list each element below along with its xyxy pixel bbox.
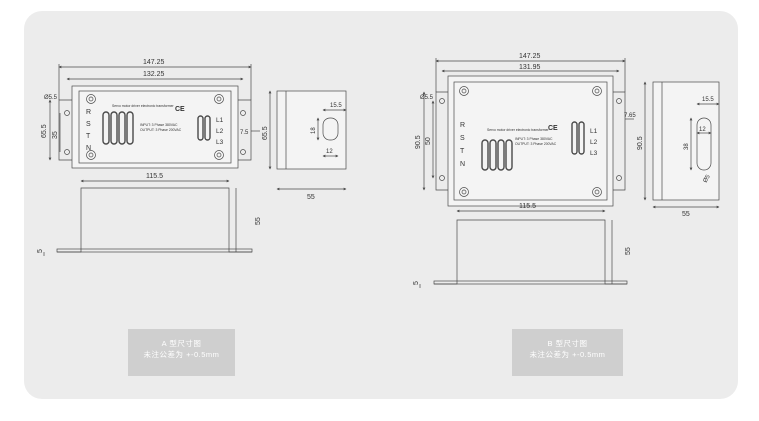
a-dim-slot-height: 18 [311, 127, 317, 134]
b-side-view [652, 81, 720, 201]
b-dim-base-width: 115.5 [519, 203, 536, 210]
a-dim-side-offset: 7.5 [240, 130, 249, 136]
a-slot [322, 117, 339, 141]
b-dim-hole-span: 50 [425, 137, 432, 145]
caption-type-b: B 型尺寸图 未注公差为 +-0.5mm [512, 329, 623, 376]
a-dim-slot-width: 15.5 [330, 103, 342, 109]
b-dim-side-offset: 7.65 [624, 113, 636, 119]
b-terminal-right: L3 [590, 150, 598, 157]
b-mount-hole [616, 98, 622, 104]
a-base-front [57, 187, 252, 253]
a-terminal-left: N [86, 145, 91, 152]
b-slot [696, 117, 712, 171]
caption-b-tolerance: 未注公差为 +-0.5mm [529, 350, 606, 359]
a-nameplate: Servo motor driver electronic transforme… [112, 104, 185, 132]
a-terminal-right: L2 [216, 128, 224, 135]
a-terminal-right: L3 [216, 139, 224, 146]
a-plate-output: OUTPUT: 3 Phase 200VAC [140, 128, 182, 132]
a-base-flange [56, 248, 253, 253]
a-brand-logo [102, 111, 134, 145]
a-mount-hole [240, 110, 246, 116]
a-terminal-left: R [86, 109, 91, 116]
b-mount-hole [439, 175, 445, 181]
b-body-inner [453, 81, 608, 201]
a-mount-hole [64, 110, 70, 116]
a-dim-slot-len: 12 [326, 149, 333, 155]
b-dim-slot-height: 38 [684, 143, 690, 150]
a-ear-left [58, 99, 72, 161]
b-terminal-right: L1 [590, 128, 598, 135]
b-terminal-left: R [460, 122, 465, 129]
b-dimension-labels: 147.25 131.95 90.5 50 Ø5.5 115.5 55 5 7.… [413, 53, 714, 285]
b-corner-screws [459, 86, 602, 197]
b-plate-input: INPUT: 3 Phase 380VAC [515, 137, 553, 141]
b-terminal-labels: R S T N L1 L2 L3 [460, 122, 598, 168]
b-base-flange [433, 280, 628, 285]
b-base-front [434, 219, 627, 285]
b-brand-logo-right [571, 121, 585, 155]
b-dim-base-height: 55 [625, 247, 632, 255]
caption-a-tolerance: 未注公差为 +-0.5mm [143, 350, 220, 359]
b-dim-side-height: 90.5 [637, 136, 644, 150]
b-body-outline [447, 75, 614, 207]
a-terminal-right: L1 [216, 117, 224, 124]
b-dim-slot-width: 15.5 [702, 97, 714, 103]
a-dim-base-height: 55 [255, 217, 262, 225]
b-dim-slot-dia: Ø5 [703, 173, 713, 184]
a-dim-total-length: 147.25 [143, 59, 165, 66]
a-mount-hole [64, 149, 70, 155]
drawing-b [419, 58, 720, 288]
a-dimension-labels: 147.25 132.25 65.5 35 Ø5.5 115.5 55 5 7.… [37, 59, 342, 253]
b-plate-output: OUTPUT: 3 Phase 200VAC [515, 142, 557, 146]
b-terminal-left: S [460, 135, 465, 142]
a-dim-hole-dia: Ø5.5 [44, 95, 58, 101]
caption-type-a: A 型尺寸图 未注公差为 +-0.5mm [128, 329, 235, 376]
b-nameplate: Servo motor driver electronic transforme… [487, 125, 558, 146]
b-dim-hole-dia: Ø5.5 [420, 95, 434, 101]
a-dim-side-height: 65.5 [262, 126, 269, 140]
a-body-outline [71, 85, 239, 169]
a-plate-input: INPUT: 3 Phase 380VAC [140, 123, 178, 127]
b-terminal-left: N [460, 161, 465, 168]
b-terminal-right: L2 [590, 139, 598, 146]
b-dim-total-length: 147.25 [519, 53, 541, 60]
b-dim-hole-pitch: 131.95 [519, 64, 541, 71]
a-dim-flange: 5 [37, 249, 44, 253]
a-body-inner [78, 90, 232, 164]
a-plate-title: Servo motor driver electronic transforme… [112, 104, 174, 108]
b-terminal-left: T [460, 148, 465, 155]
a-dim-base-width: 115.5 [146, 173, 163, 180]
caption-a-title: A 型尺寸图 [161, 339, 202, 348]
a-corner-screws [86, 94, 224, 160]
a-dim-hole-span: 35 [52, 131, 59, 139]
a-ce-mark: CE [175, 106, 185, 113]
a-dim-side-depth: 55 [307, 194, 315, 201]
a-ear-right [238, 99, 252, 161]
b-mount-hole [616, 175, 622, 181]
a-dim-height: 65.5 [41, 124, 48, 138]
b-ear-right [613, 91, 626, 191]
b-dim-flange: 5 [413, 281, 420, 285]
b-dim-slot-len: 12 [699, 127, 706, 133]
b-ce-mark: CE [548, 125, 558, 132]
b-mount-hole [439, 98, 445, 104]
a-terminal-labels: R S T N L1 L2 L3 [86, 109, 224, 152]
b-dim-side-depth: 55 [682, 211, 690, 218]
b-dim-height: 90.5 [415, 135, 422, 149]
a-terminal-left: T [86, 133, 91, 140]
b-ear-left [435, 91, 448, 191]
caption-b-title: B 型尺寸图 [547, 339, 588, 348]
drawing-a [43, 64, 347, 256]
a-terminal-left: S [86, 121, 91, 128]
b-brand-logo [481, 139, 513, 171]
a-dim-hole-pitch: 132.25 [143, 71, 165, 78]
a-brand-logo-right [197, 115, 211, 141]
b-plate-title: Servo motor driver electronic transforme… [487, 128, 549, 132]
a-mount-hole [240, 149, 246, 155]
